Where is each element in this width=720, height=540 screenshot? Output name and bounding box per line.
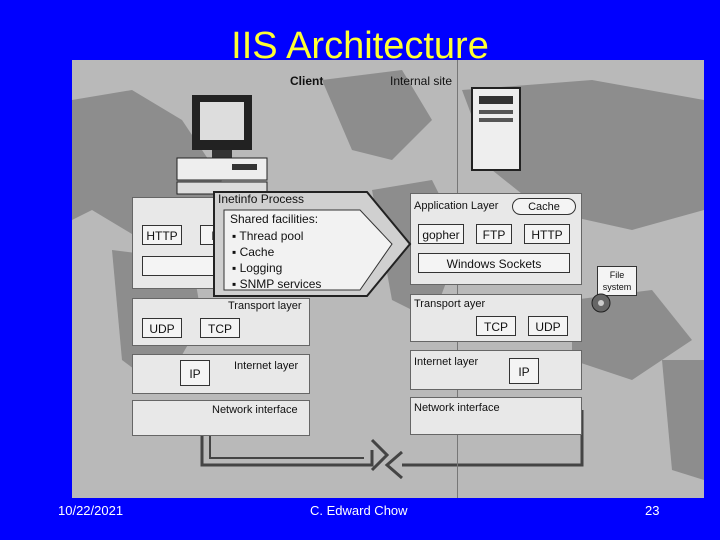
server-network-label: Network interface [414, 402, 500, 414]
client-internet-layer [132, 354, 310, 394]
footer-date: 10/22/2021 [58, 503, 124, 518]
shared-facilities-list: ▪ Thread pool ▪ Cache ▪ Logging ▪ SNMP s… [232, 228, 321, 292]
client-tcp-box: TCP [200, 318, 240, 338]
inetinfo-title: Inetinfo Process [218, 192, 305, 206]
list-item: ▪ SNMP services [232, 277, 322, 291]
inetinfo-callout-arrow [213, 191, 412, 297]
client-udp-box: UDP [142, 318, 182, 338]
client-computer-icon [176, 95, 268, 195]
footer-page-number: 23 [645, 503, 660, 518]
client-internet-label: Internet layer [234, 360, 299, 372]
internal-site-label: Internal site [390, 74, 453, 88]
server-tower-icon [471, 87, 521, 171]
client-http-box: HTTP [142, 225, 182, 245]
server-ip-box: IP [509, 358, 539, 384]
server-gopher-box: gopher [418, 224, 464, 244]
diagram-scan: Client Internal site HTTP F Windows Tran… [72, 60, 704, 498]
server-ftp-box: FTP [476, 224, 512, 244]
server-internet-layer [410, 350, 582, 390]
server-transport-label: Transport ayer [414, 298, 486, 310]
shared-facilities-title: Shared facilities: [230, 212, 319, 226]
client-ip-box: IP [180, 360, 210, 386]
server-network-interface-layer [410, 397, 582, 435]
list-item: ▪ Cache [232, 245, 275, 259]
list-item: ▪ Logging [232, 261, 283, 275]
file-system-box: File system [597, 266, 637, 296]
footer-author: C. Edward Chow [310, 503, 408, 518]
list-item: ▪ Thread pool [232, 229, 304, 243]
server-udp-box: UDP [528, 316, 568, 336]
server-internet-label: Internet layer [414, 356, 479, 368]
server-http-box: HTTP [524, 224, 570, 244]
server-windows-sockets-box: Windows Sockets [418, 253, 570, 273]
server-tcp-box: TCP [476, 316, 516, 336]
server-app-layer-label: Application Layer [414, 200, 499, 212]
client-network-interface-layer [132, 400, 310, 436]
client-network-label: Network interface [212, 404, 298, 416]
server-cache-oval: Cache [512, 198, 576, 215]
client-transport-label: Transport layer [228, 300, 302, 312]
client-label: Client [290, 74, 324, 88]
disk-icon [591, 293, 611, 313]
